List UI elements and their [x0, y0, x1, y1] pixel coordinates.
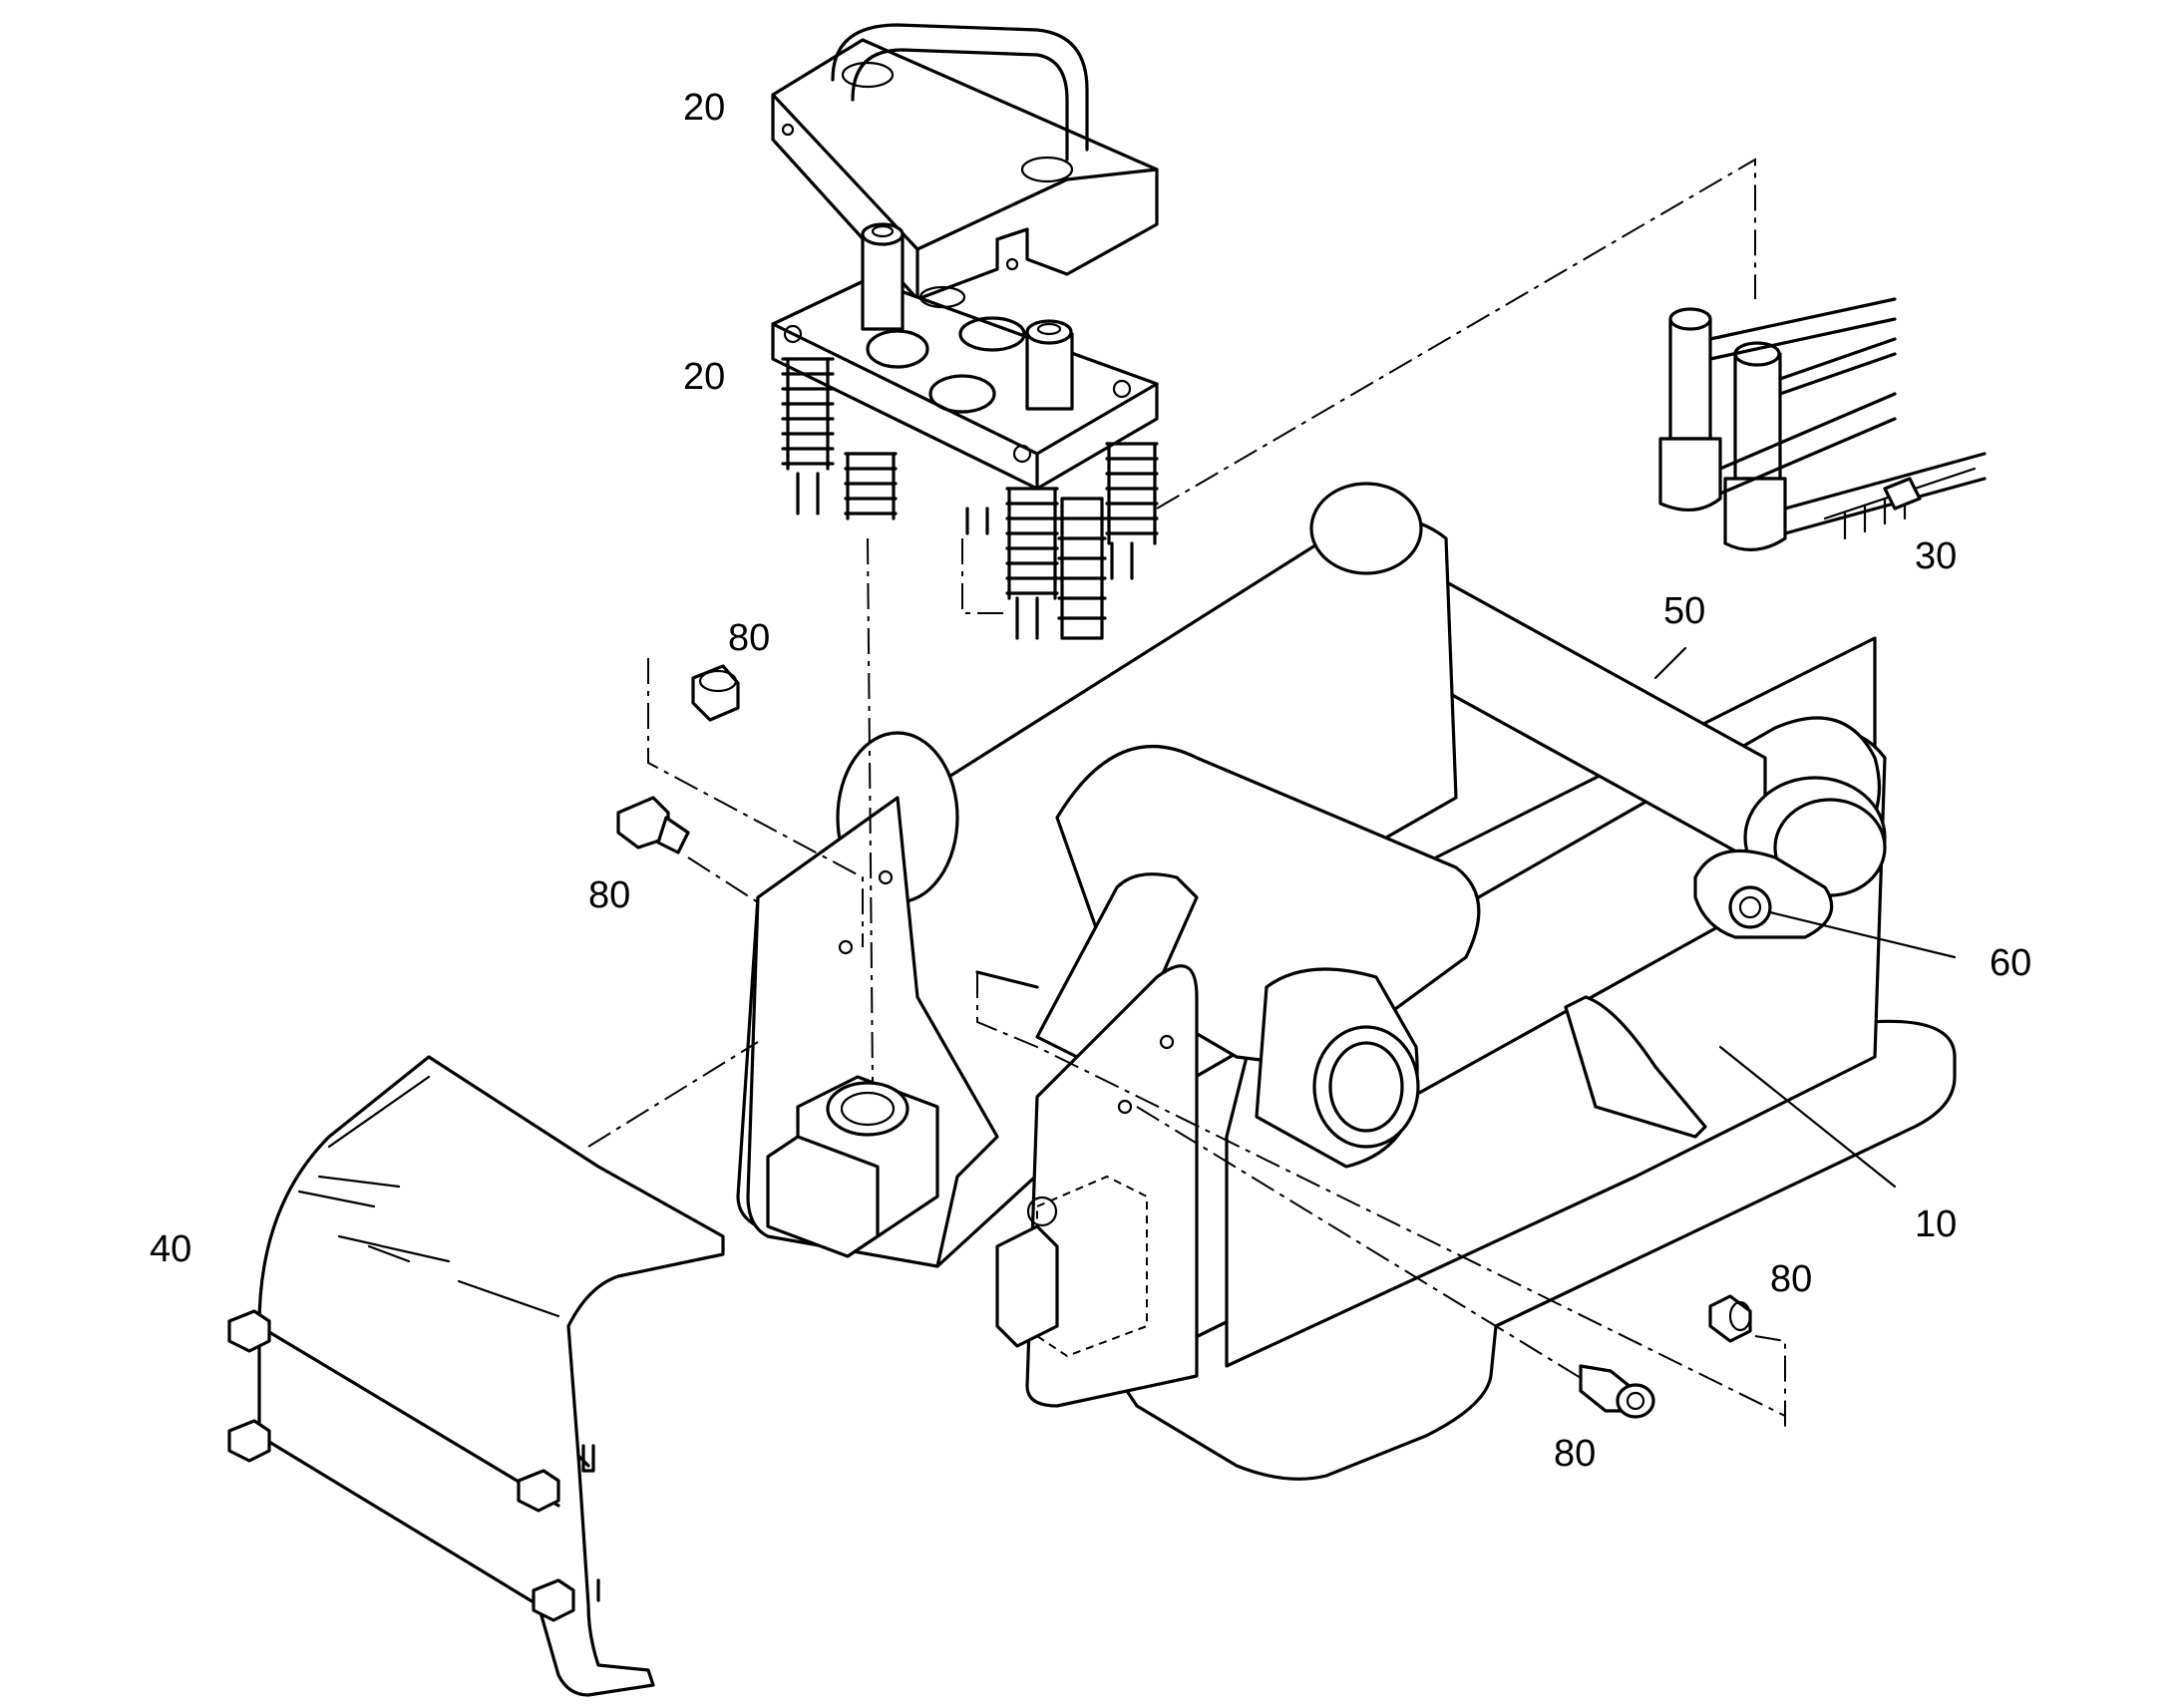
- callout-60: 60: [1990, 942, 2031, 984]
- callout-80-bolt-left: 80: [588, 874, 630, 916]
- callout-40: 40: [150, 1228, 191, 1270]
- bolt-part-80-bottom: [1579, 1364, 1655, 1419]
- callout-50: 50: [1663, 590, 1705, 632]
- manifold-cover-part-20: [771, 23, 1159, 301]
- main-frame-part-10: [736, 482, 1957, 1481]
- guard-cover-part-40: [227, 1055, 725, 1697]
- bushing-part-80-right: [1708, 1294, 1752, 1343]
- callout-20-cover: 20: [683, 87, 725, 129]
- bushing-part-80-top: [691, 664, 740, 722]
- callout-20-plate: 20: [683, 356, 725, 398]
- coupling-plate-part-20: [771, 222, 1159, 640]
- callout-80-bushing-top: 80: [728, 617, 770, 659]
- hose-assembly-part-30: [1658, 297, 1987, 552]
- callout-30: 30: [1915, 535, 1957, 577]
- bolt-part-80-left: [616, 796, 690, 854]
- callout-80-bushing-right: 80: [1770, 1258, 1812, 1300]
- callout-80-bolt-bottom: 80: [1554, 1433, 1596, 1475]
- callout-labels: 20 20 30 50 80 80 60 40 10 80 80: [150, 87, 2031, 1475]
- assembly-center-lines: [587, 158, 1786, 1431]
- callout-10: 10: [1915, 1203, 1957, 1245]
- leader-lines: [1653, 646, 1957, 1189]
